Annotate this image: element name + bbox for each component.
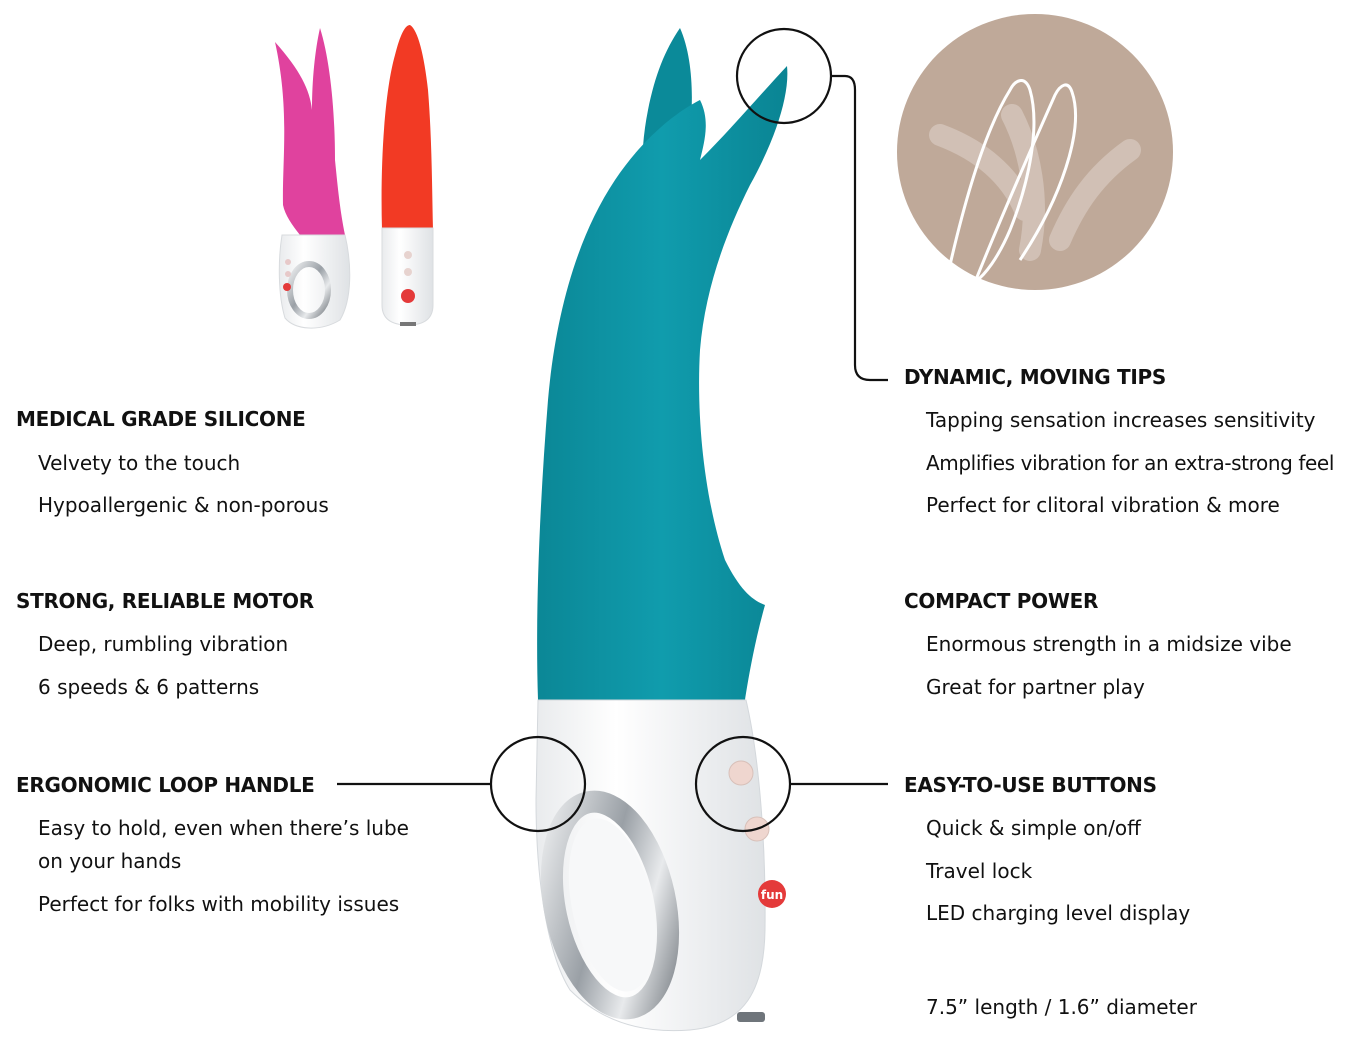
heading-handle: ERGONOMIC LOOP HANDLE [16,773,315,797]
feature-item: Tapping sensation increases sensitivity [926,408,1316,432]
feature-item: Great for partner play [926,675,1145,699]
feature-item: Perfect for folks with mobility issues [38,892,400,916]
feature-item: LED charging level display [926,901,1191,925]
heading-buttons: EASY-TO-USE BUTTONS [904,773,1157,797]
feature-item: Perfect for clitoral vibration & more [926,493,1280,517]
feature-item: Quick & simple on/off [926,816,1141,840]
feature-item: 6 speeds & 6 patterns [38,675,260,699]
red-variant-image [381,25,434,326]
heading-motor: STRONG, RELIABLE MOTOR [16,589,314,613]
heading-tips: DYNAMIC, MOVING TIPS [904,365,1166,389]
feature-item: Velvety to the touch [38,451,241,475]
feature-item: Easy to hold, even when there’s lube on … [38,816,409,873]
pink-variant-image [275,28,351,329]
heading-power: COMPACT POWER [904,589,1099,613]
feature-item: Deep, rumbling vibration [38,632,289,656]
feature-item: Travel lock [926,859,1033,883]
tips-detail-illustration [897,14,1173,290]
feature-item: Amplifies vibration for an extra-strong … [926,451,1334,475]
callout-lines [337,27,888,833]
heading-silicone: MEDICAL GRADE SILICONE [16,407,306,431]
dimensions-text: 7.5” length / 1.6” diameter [926,995,1197,1019]
svg-text:fun: fun [761,888,783,902]
main-product-image: fun [535,28,788,1032]
feature-item: Enormous strength in a midsize vibe [926,632,1292,656]
feature-item: Hypoallergenic & non-porous [38,493,329,517]
